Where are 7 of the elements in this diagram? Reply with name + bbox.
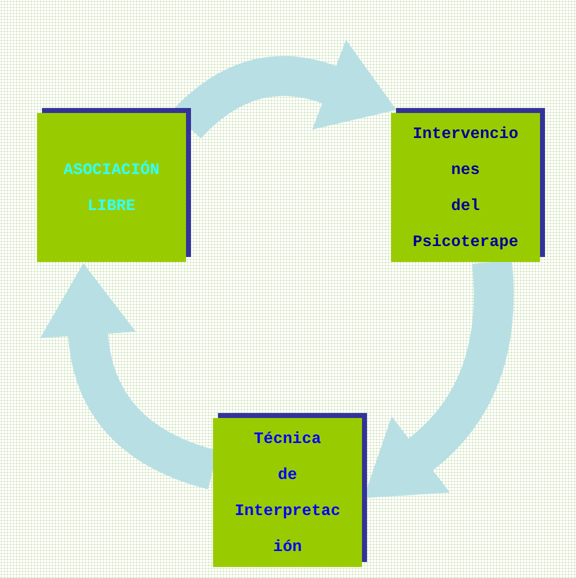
node-label: ASOCIACIÓN LIBRE — [63, 160, 160, 216]
node-label: Técnica de Interpretac ión — [234, 428, 340, 558]
curved-arrow — [366, 260, 514, 501]
process-box — [213, 418, 362, 567]
node-label: Intervencio nes del Psicoterape — [412, 124, 518, 252]
process-box — [391, 113, 540, 262]
process-box — [37, 113, 186, 262]
